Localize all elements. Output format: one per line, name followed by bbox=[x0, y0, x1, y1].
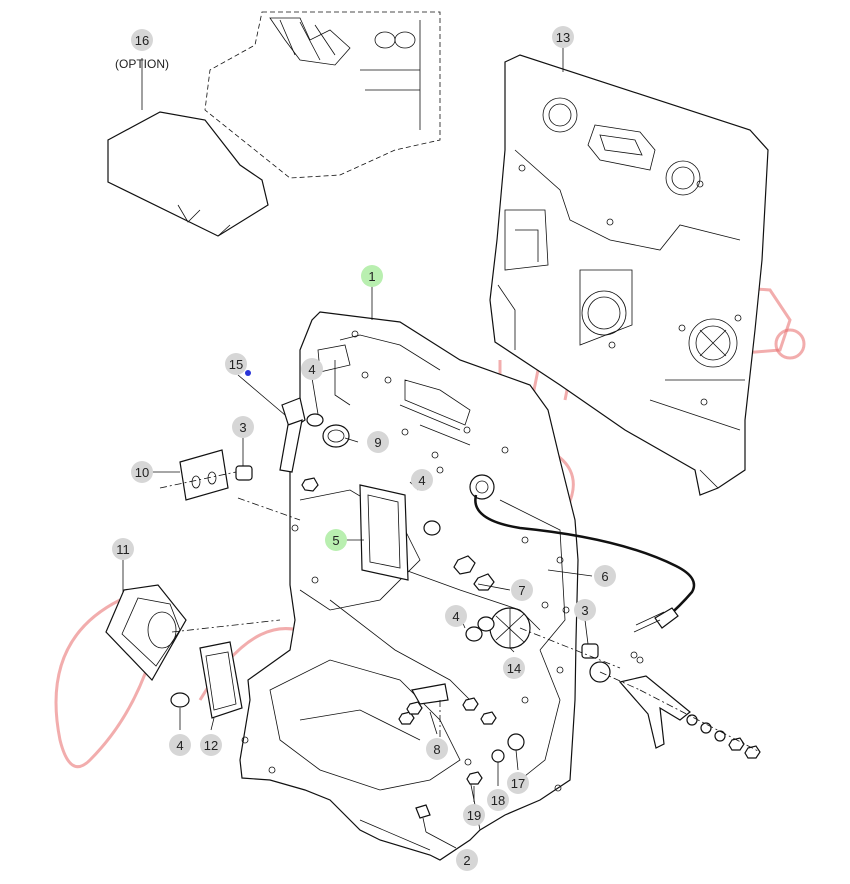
callout-4-top: 4 bbox=[301, 358, 323, 380]
callout-18: 18 bbox=[487, 789, 509, 811]
callout-4-mid: 4 bbox=[411, 469, 433, 491]
svg-text:1: 1 bbox=[368, 269, 375, 284]
svg-text:15: 15 bbox=[229, 357, 243, 372]
callout-6: 6 bbox=[594, 565, 616, 587]
main-panel-1 bbox=[105, 311, 761, 861]
svg-text:5: 5 bbox=[332, 533, 339, 548]
svg-text:4: 4 bbox=[452, 609, 459, 624]
svg-text:10: 10 bbox=[135, 465, 149, 480]
svg-text:8: 8 bbox=[433, 742, 440, 757]
svg-text:17: 17 bbox=[511, 776, 525, 791]
callout-10: 10 bbox=[131, 461, 153, 483]
callout-11: 11 bbox=[112, 538, 134, 560]
svg-text:13: 13 bbox=[556, 30, 570, 45]
svg-text:12: 12 bbox=[204, 738, 218, 753]
svg-text:11: 11 bbox=[116, 542, 130, 557]
callout-3-right: 3 bbox=[574, 599, 596, 621]
svg-text:19: 19 bbox=[467, 808, 481, 823]
leader-lines bbox=[122, 46, 593, 849]
callout-1: 1 bbox=[361, 265, 383, 287]
svg-text:3: 3 bbox=[581, 603, 588, 618]
callout-13: 13 bbox=[552, 26, 574, 48]
callouts: 16 (OPTION) 13 1 15 4 3 9 bbox=[112, 26, 616, 871]
svg-text:18: 18 bbox=[491, 793, 505, 808]
svg-text:3: 3 bbox=[239, 420, 246, 435]
svg-text:4: 4 bbox=[418, 473, 425, 488]
callout-8: 8 bbox=[426, 738, 448, 760]
svg-text:4: 4 bbox=[176, 738, 183, 753]
svg-text:4: 4 bbox=[308, 362, 315, 377]
callout-12: 12 bbox=[200, 734, 222, 756]
option-frame-16 bbox=[107, 11, 441, 237]
svg-text:(OPTION): (OPTION) bbox=[115, 57, 169, 71]
svg-text:6: 6 bbox=[601, 569, 608, 584]
callout-16: 16 (OPTION) bbox=[115, 29, 169, 71]
svg-text:7: 7 bbox=[518, 583, 525, 598]
svg-text:14: 14 bbox=[507, 661, 521, 676]
callout-7: 7 bbox=[511, 579, 533, 601]
callout-19: 19 bbox=[463, 804, 485, 826]
callout-4-lower: 4 bbox=[445, 605, 467, 627]
callout-17: 17 bbox=[507, 772, 529, 794]
callout-9: 9 bbox=[367, 431, 389, 453]
rear-cover-13 bbox=[489, 54, 769, 496]
svg-text:9: 9 bbox=[374, 435, 381, 450]
callout-4-bottom-left: 4 bbox=[169, 734, 191, 756]
callout-5: 5 bbox=[325, 529, 347, 551]
callout-2: 2 bbox=[456, 849, 478, 871]
callout-14: 14 bbox=[503, 657, 525, 679]
svg-text:2: 2 bbox=[463, 853, 470, 868]
svg-text:16: 16 bbox=[135, 33, 149, 48]
callout-3-left: 3 bbox=[232, 416, 254, 438]
callout-15: 15 bbox=[225, 353, 251, 376]
